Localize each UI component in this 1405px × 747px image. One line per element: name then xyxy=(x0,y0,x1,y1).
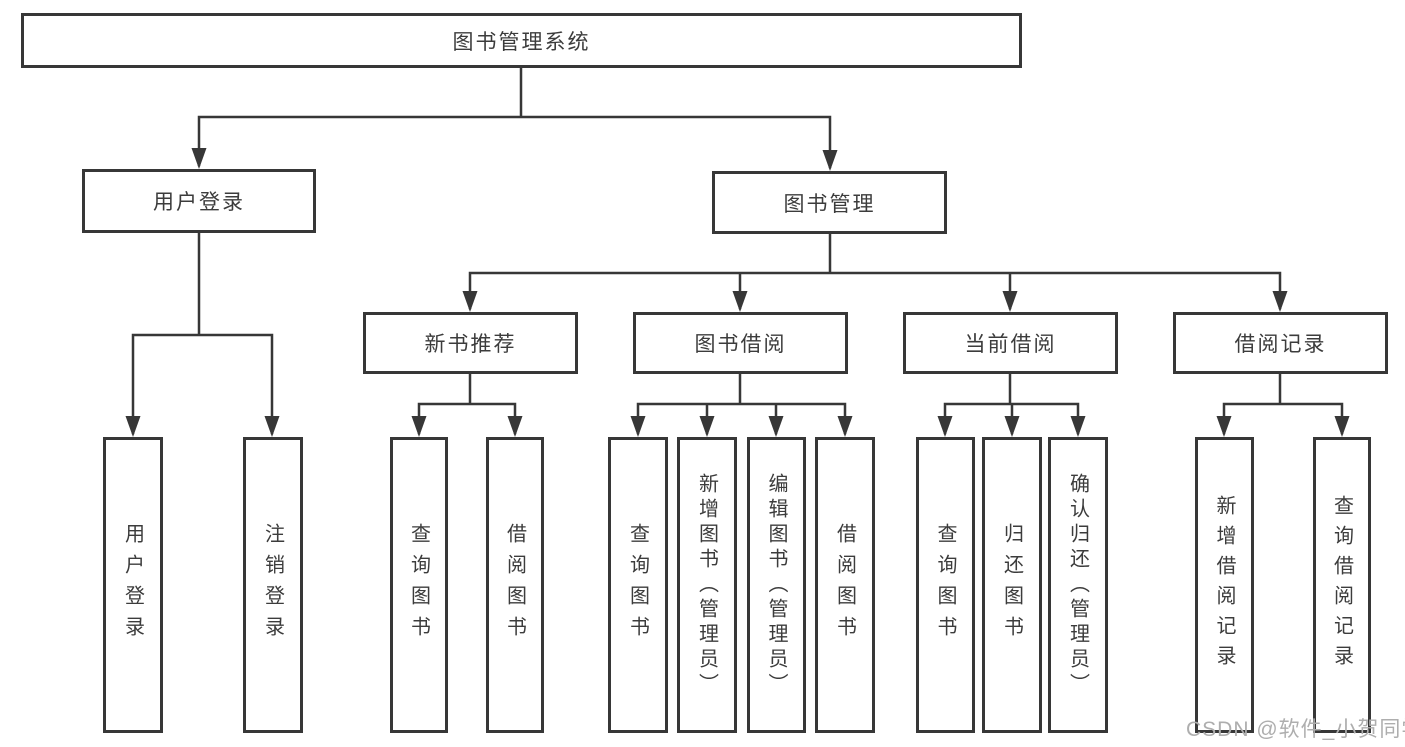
arrowhead xyxy=(699,416,715,437)
leaf-logout: 注销登录 xyxy=(243,437,303,733)
connector-root xyxy=(197,64,832,169)
node-book-borrow: 图书借阅 xyxy=(633,312,848,374)
connector-user-login-group xyxy=(131,231,274,435)
connector-borrow-records xyxy=(1222,372,1344,435)
leaf-current-return-books: 归还图书 xyxy=(982,437,1042,733)
leaf-newrec-query-books: 查询图书 xyxy=(390,437,448,733)
leaf-user-login-label: 用户登录 xyxy=(121,523,144,647)
arrowhead xyxy=(1216,416,1232,437)
arrowhead xyxy=(630,416,646,437)
leaf-borrow-query-books: 查询图书 xyxy=(608,437,668,733)
arrowhead xyxy=(264,416,280,437)
arrowhead xyxy=(937,416,953,437)
arrowhead xyxy=(768,416,784,437)
leaf-records-add-record-label: 新增借阅记录 xyxy=(1213,495,1235,675)
leaf-current-query-books-label: 查询图书 xyxy=(934,523,956,647)
arrowhead xyxy=(411,416,427,437)
arrowhead xyxy=(732,291,748,312)
leaf-logout-label: 注销登录 xyxy=(261,523,284,647)
arrowhead xyxy=(462,291,478,312)
leaf-records-add-record: 新增借阅记录 xyxy=(1195,437,1254,733)
leaf-borrow-edit-books-admin: 编辑图书（管理员） xyxy=(747,437,806,733)
node-root-label: 图书管理系统 xyxy=(452,30,591,54)
node-new-book-rec: 新书推荐 xyxy=(363,312,578,374)
arrowhead xyxy=(1004,416,1020,437)
watermark: CSDN @软件_小贺同学 xyxy=(1186,718,1405,741)
leaf-borrow-add-books-admin: 新增图书（管理员） xyxy=(677,437,737,733)
leaf-current-confirm-return-admin: 确认归还（管理员） xyxy=(1048,437,1108,733)
connector-book-borrow xyxy=(636,372,847,435)
connector-new-book-rec xyxy=(417,372,517,435)
node-borrow-records: 借阅记录 xyxy=(1173,312,1388,374)
leaf-newrec-borrow-books: 借阅图书 xyxy=(486,437,544,733)
node-root: 图书管理系统 xyxy=(21,13,1022,68)
node-user-login-group-label: 用户登录 xyxy=(153,191,245,214)
leaf-current-return-books-label: 归还图书 xyxy=(1000,523,1023,647)
arrowhead xyxy=(1272,291,1288,312)
leaf-newrec-borrow-books-label: 借阅图书 xyxy=(503,523,526,647)
node-book-borrow-label: 图书借阅 xyxy=(694,333,787,356)
leaf-borrow-add-books-admin-label: 新增图书（管理员） xyxy=(695,472,718,698)
leaf-current-query-books: 查询图书 xyxy=(916,437,975,733)
leaf-records-query-record: 查询借阅记录 xyxy=(1313,437,1371,733)
node-current-borrow: 当前借阅 xyxy=(903,312,1118,374)
leaf-borrow-borrow-books: 借阅图书 xyxy=(815,437,875,733)
arrowhead xyxy=(507,416,523,437)
node-book-mgmt-group-label: 图书管理 xyxy=(783,192,876,216)
node-new-book-rec-label: 新书推荐 xyxy=(424,333,517,356)
node-current-borrow-label: 当前借阅 xyxy=(964,333,1057,356)
arrowhead xyxy=(837,416,853,437)
leaf-borrow-query-books-label: 查询图书 xyxy=(626,523,649,647)
arrowhead xyxy=(1334,416,1350,437)
arrowhead xyxy=(125,416,141,437)
arrowhead xyxy=(1002,291,1018,312)
arrowhead xyxy=(822,150,838,171)
leaf-current-confirm-return-admin-label: 确认归还（管理员） xyxy=(1066,472,1089,698)
connector-book-mgmt-group xyxy=(468,232,1282,310)
leaf-borrow-edit-books-admin-label: 编辑图书（管理员） xyxy=(765,472,787,698)
leaf-borrow-borrow-books-label: 借阅图书 xyxy=(833,523,856,647)
arrowheads xyxy=(125,148,1350,437)
node-book-mgmt-group: 图书管理 xyxy=(712,171,947,234)
node-borrow-records-label: 借阅记录 xyxy=(1234,333,1327,356)
node-user-login-group: 用户登录 xyxy=(82,169,316,233)
arrowhead xyxy=(191,148,207,169)
arrowhead xyxy=(1070,416,1086,437)
leaf-newrec-query-books-label: 查询图书 xyxy=(407,523,430,647)
leaf-records-query-record-label: 查询借阅记录 xyxy=(1330,495,1353,675)
leaf-user-login: 用户登录 xyxy=(103,437,163,733)
